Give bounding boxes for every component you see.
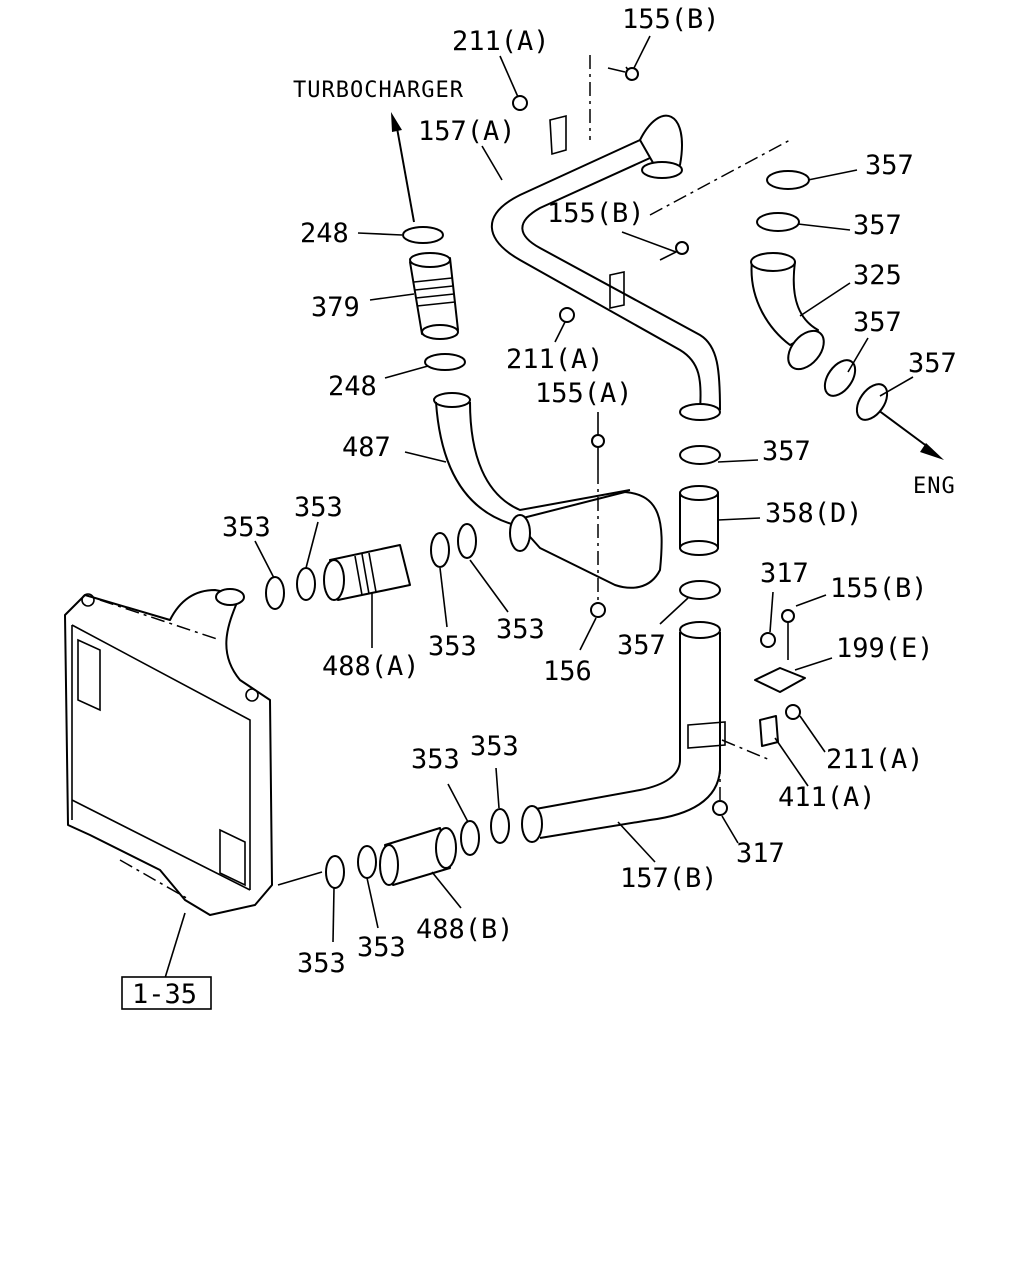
callout-357: 357: [853, 307, 902, 338]
callout-211a: 211(A): [506, 344, 604, 375]
intercooler-core: [64, 588, 273, 916]
callout-155b: 155(B): [830, 573, 928, 604]
callout-353: 353: [357, 932, 406, 963]
hose-clamps: [265, 170, 889, 889]
callout-155b: 155(B): [547, 198, 645, 229]
engine-label: ENG: [913, 474, 956, 499]
reference-box[interactable]: 1-35: [121, 976, 212, 1010]
callout-248: 248: [300, 218, 349, 249]
hose-488a: [323, 544, 411, 601]
callout-156: 156: [543, 656, 592, 687]
leader-lines: [164, 35, 914, 979]
callout-353: 353: [297, 948, 346, 979]
hose-488b: [379, 827, 457, 886]
callout-357: 357: [762, 436, 811, 467]
lower-pipe-157b: [521, 621, 771, 843]
part-callouts: 155(B) 211(A) 157(A) 357 357 155(B) 248 …: [222, 4, 957, 979]
callout-357: 357: [853, 210, 902, 241]
pipe-487: [433, 392, 663, 600]
callout-353: 353: [294, 492, 343, 523]
callout-211a: 211(A): [452, 26, 550, 57]
callout-379: 379: [311, 292, 360, 323]
engine-direction: ENG: [877, 409, 956, 499]
callout-488a: 488(A): [322, 651, 420, 682]
callout-199e: 199(E): [836, 633, 934, 664]
callout-211a: 211(A): [826, 744, 924, 775]
sleeve-358d: [679, 485, 719, 556]
hose-379: [409, 252, 459, 340]
callout-157a: 157(A): [418, 116, 516, 147]
callout-353: 353: [411, 744, 460, 775]
callout-353: 353: [222, 512, 271, 543]
elbow-hose-325: [750, 252, 825, 371]
callout-353: 353: [496, 614, 545, 645]
upper-pipe-157a: [490, 55, 791, 421]
turbocharger-label: TURBOCHARGER: [293, 78, 464, 103]
callout-155b: 155(B): [622, 4, 720, 35]
callout-155a: 155(A): [535, 378, 633, 409]
reference-box-label: 1-35: [132, 979, 197, 1010]
turbocharger-direction: TURBOCHARGER: [293, 78, 464, 223]
callout-353: 353: [428, 631, 477, 662]
callout-357: 357: [908, 348, 957, 379]
callout-317: 317: [736, 838, 785, 869]
callout-317: 317: [760, 558, 809, 589]
callout-325: 325: [853, 260, 902, 291]
callout-487: 487: [342, 432, 391, 463]
callout-357: 357: [865, 150, 914, 181]
callout-411a: 411(A): [778, 782, 876, 813]
callout-357: 357: [617, 630, 666, 661]
callout-157b: 157(B): [620, 863, 718, 894]
callout-488b: 488(B): [416, 914, 514, 945]
callout-358d: 358(D): [765, 498, 863, 529]
callout-353: 353: [470, 731, 519, 762]
callout-248: 248: [328, 371, 377, 402]
